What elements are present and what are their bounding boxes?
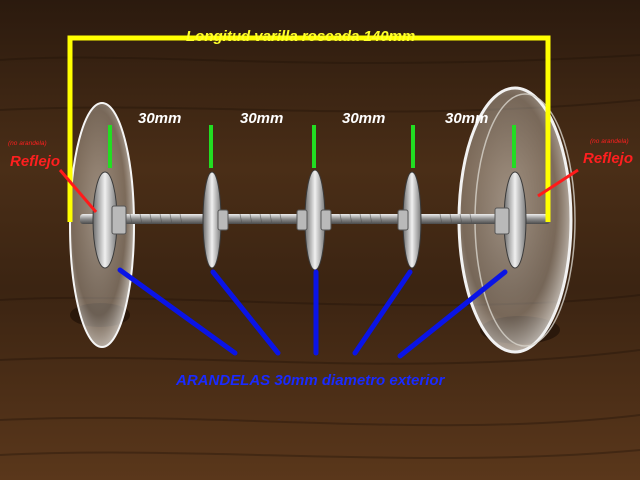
left-reflector-arrow <box>58 169 98 213</box>
spacing-label-4: 30mm <box>445 110 489 127</box>
rod-length-label: Longitud varilla roscada 140mm <box>186 28 416 45</box>
reflector-arrows <box>58 168 579 213</box>
washer-line <box>117 267 238 356</box>
left-reflector-label: Reflejo <box>10 153 61 170</box>
nut <box>111 205 127 235</box>
rod-length-bracket <box>67 35 551 222</box>
spacing-label-3: 30mm <box>342 110 386 127</box>
washer-line <box>210 269 281 356</box>
washer-line <box>352 269 413 356</box>
right-note-label: (no arandela) <box>590 138 629 145</box>
right-reflector-label: Reflejo <box>583 150 634 167</box>
washer-lines <box>117 267 508 359</box>
spacing-label-1: 30mm <box>138 110 182 127</box>
right-reflector-arrow <box>537 168 579 198</box>
washer-4 <box>397 171 422 269</box>
spacing-label-2: 30mm <box>240 110 284 127</box>
nut <box>320 209 332 231</box>
nut <box>494 207 510 235</box>
washer-2 <box>202 171 229 269</box>
washers-label: ARANDELAS 30mm diametro exterior <box>176 372 445 389</box>
nut <box>217 209 229 231</box>
wood-grain <box>0 54 640 460</box>
nut <box>397 209 409 231</box>
washer-line <box>397 269 508 359</box>
washer-5 <box>494 171 527 269</box>
spacing-markers <box>108 125 516 168</box>
rod-threads <box>129 213 473 225</box>
left-note-label: (no arandela) <box>8 140 47 147</box>
washer-1 <box>92 171 127 269</box>
nut <box>296 209 308 231</box>
